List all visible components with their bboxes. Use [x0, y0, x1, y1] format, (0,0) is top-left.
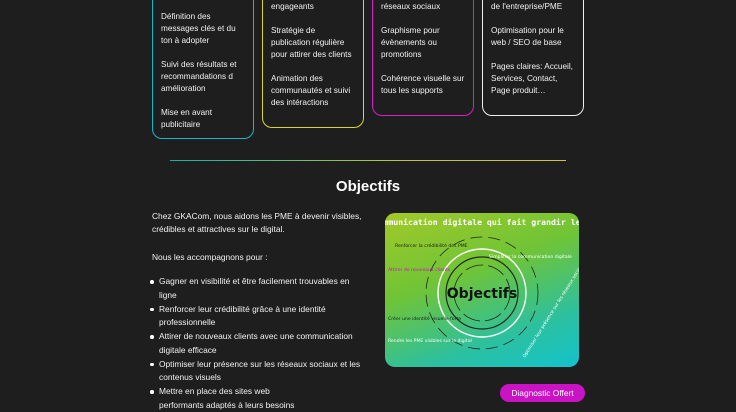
diagnostic-offert-button[interactable]: Diagnostic Offert: [500, 384, 585, 402]
list-item: performants adaptés à leurs besoins: [159, 400, 295, 410]
list-item: Renforcer leur crédibilité grâce à une i…: [150, 303, 369, 330]
goals-list: Gagner en visibilité et être facilement …: [150, 275, 369, 412]
objectives-infographic: La communication digitale qui fait grand…: [385, 213, 579, 367]
list-item: Gagner en visibilité et être facilement …: [150, 275, 369, 302]
card-item: de l'entreprise/PME: [491, 2, 563, 11]
card-item: Définition des messages clés et du ton à…: [161, 12, 236, 45]
service-card-website: de l'entreprise/PME Optimisation pour le…: [482, 0, 584, 116]
card-item: Animation des communautés et suivi des i…: [271, 74, 351, 107]
card-item: Suivi des résultats et recommandations d…: [161, 60, 237, 93]
card-item: Optimisation pour le web / SEO de base: [491, 26, 564, 47]
infographic-graphic: La communication digitale qui fait grand…: [385, 217, 579, 359]
section-divider: [170, 160, 566, 161]
infographic-label: Créer une identité visuelle forte: [388, 315, 461, 322]
inner-ring: [445, 256, 519, 330]
infographic-heading: La communication digitale qui fait grand…: [385, 217, 579, 227]
infographic-label: Rendre les PME visibles sur le digital: [388, 338, 472, 344]
outer-ring: [425, 236, 539, 350]
card-item: Stratégie de publication régulière pour …: [271, 26, 352, 59]
infographic-label: Simplifier la communication digitale: [489, 254, 572, 260]
service-card-graphics: réseaux sociaux Graphisme pour évènement…: [372, 0, 474, 116]
list-item: Attirer de nouveaux clients avec une com…: [150, 330, 369, 357]
card-item: Pages claires: Accueil, Services, Contac…: [491, 62, 573, 95]
core-ring: [453, 264, 511, 322]
middle-ring: [437, 248, 527, 338]
objectives-lead: Nous les accompagnons pour :: [152, 252, 268, 262]
card-item: Graphisme pour évènements ou promotions: [381, 26, 440, 59]
card-item: Mise en avant publicitaire: [161, 108, 212, 129]
card-item: engageants: [271, 2, 314, 11]
infographic-label: Renforcer la crédibilité des PME: [395, 242, 468, 249]
service-card-strategy: Définition des messages clés et du ton à…: [152, 0, 254, 139]
section-title: Objectifs: [335, 178, 401, 195]
infographic-label: Optimiser leur présence sur les réseaux …: [521, 261, 579, 359]
objectives-intro: Chez GKACom, nous aidons les PME à deven…: [152, 211, 362, 234]
infographic-label: Attirer de nouveaux clients: [388, 267, 451, 273]
card-item: Cohérence visuelle sur tous les supports: [381, 74, 465, 95]
list-item: Mettre en place des sites web: [150, 385, 369, 399]
list-item: Optimiser leur présence sur les réseaux …: [150, 358, 369, 385]
infographic-center: Objectifs: [447, 286, 517, 302]
card-item: réseaux sociaux: [381, 2, 441, 11]
service-card-social: engageants Stratégie de publication régu…: [262, 0, 364, 128]
